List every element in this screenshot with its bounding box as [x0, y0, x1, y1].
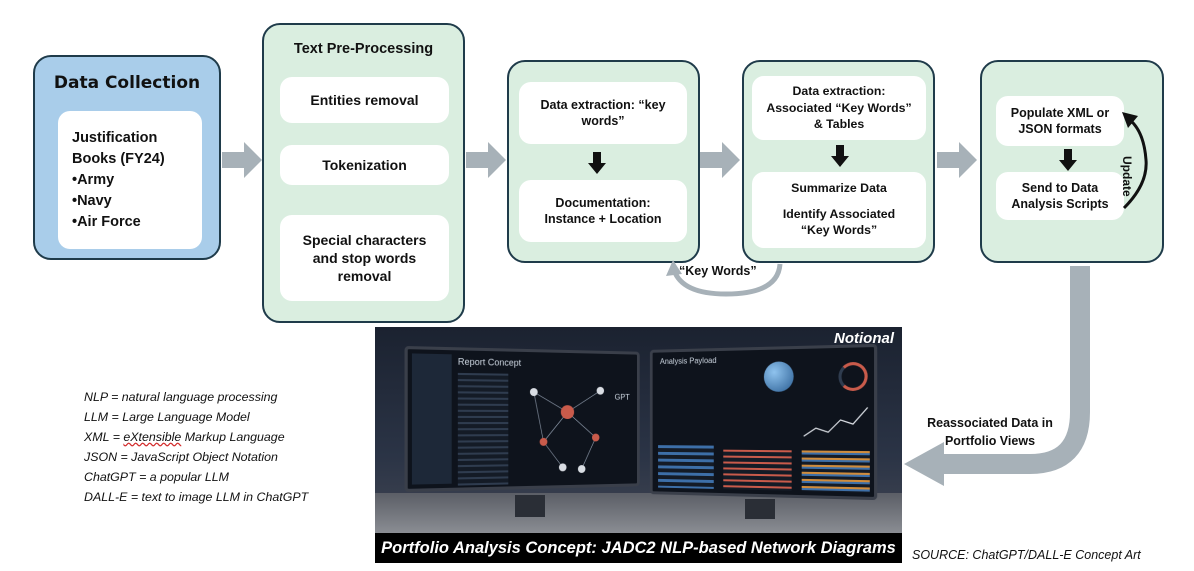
- reassociated-data-label: Reassociated Data in Portfolio Views: [905, 414, 1075, 450]
- data-collection-card: Justification Books (FY24) •Army •Navy •…: [58, 111, 202, 249]
- right-monitor-stand: [745, 499, 775, 519]
- data-collection-title: Data Collection: [35, 73, 219, 93]
- return-path-arrow: [900, 262, 1100, 497]
- flow-arrow-1: [222, 140, 264, 180]
- legend-json: JSON = JavaScript Object Notation: [84, 447, 308, 467]
- left-screen-textpanel: [458, 373, 508, 486]
- right-monitor: Analysis Payload: [650, 344, 877, 500]
- concept-art-image: Report Concept GPT Analysis Payload Noti…: [375, 327, 902, 563]
- summarize-data-text: Summarize Data: [791, 181, 887, 197]
- down-arrow-3: [1059, 149, 1077, 171]
- left-screen-title: Report Concept: [458, 357, 521, 368]
- legend-dalle: DALL-E = text to image LLM in ChatGPT: [84, 487, 308, 507]
- justification-books-item: Justification Books (FY24): [72, 128, 182, 170]
- extraction-stage-2: Data extraction: Associated “Key Words” …: [742, 60, 935, 263]
- identify-keywords-text: Identify Associated “Key Words”: [762, 207, 916, 239]
- line-chart-icon: [802, 401, 870, 443]
- tokenization-step: Tokenization: [280, 145, 449, 185]
- left-screen-sidebar: [412, 353, 452, 484]
- flow-arrow-3: [700, 140, 742, 180]
- output-stage: Populate XML or JSON formats Send to Dat…: [980, 60, 1164, 263]
- feedback-keywords-label: “Key Words”: [679, 264, 757, 278]
- left-monitor-stand: [515, 495, 545, 517]
- stop-words-removal-step: Special characters and stop words remova…: [280, 215, 449, 301]
- navy-item: •Navy: [72, 191, 112, 212]
- populate-formats-card: Populate XML or JSON formats: [996, 96, 1124, 146]
- down-arrow-1: [588, 152, 606, 174]
- associated-keywords-card: Data extraction: Associated “Key Words” …: [752, 76, 926, 140]
- keyword-extraction-card: Data extraction: “key words”: [519, 82, 687, 144]
- army-item: •Army: [72, 170, 114, 191]
- right-screen-stripes: [802, 450, 870, 492]
- legend-nlp: NLP = natural language processing: [84, 387, 308, 407]
- network-diagram-icon: [514, 372, 619, 485]
- floor-glow: [375, 493, 902, 533]
- left-monitor: Report Concept GPT: [405, 346, 640, 492]
- pre-processing-title: Text Pre-Processing: [264, 41, 463, 57]
- extraction-stage-1: Data extraction: “key words” Documentati…: [507, 60, 700, 263]
- acronym-legend: NLP = natural language processing LLM = …: [84, 387, 308, 507]
- pre-processing-stage: Text Pre-Processing Entities removal Tok…: [262, 23, 465, 323]
- send-to-scripts-card: Send to Data Analysis Scripts: [996, 172, 1124, 220]
- documentation-card: Documentation: Instance + Location: [519, 180, 687, 242]
- globe-icon: [764, 361, 794, 392]
- right-screen-title: Analysis Payload: [660, 356, 717, 366]
- right-screen-bars: [658, 445, 714, 489]
- concept-art-caption: Portfolio Analysis Concept: JADC2 NLP-ba…: [375, 533, 902, 563]
- legend-llm: LLM = Large Language Model: [84, 407, 308, 427]
- update-label: Update: [1120, 156, 1134, 197]
- source-note: SOURCE: ChatGPT/DALL-E Concept Art: [912, 548, 1141, 562]
- air-force-item: •Air Force: [72, 212, 141, 233]
- flow-arrow-4: [937, 140, 979, 180]
- legend-xml: XML = eXtensible Markup Language: [84, 427, 308, 447]
- entities-removal-step: Entities removal: [280, 77, 449, 123]
- down-arrow-2: [831, 145, 849, 167]
- summarize-card: Summarize Data Identify Associated “Key …: [752, 172, 926, 248]
- right-screen-table: [723, 450, 791, 491]
- notional-badge: Notional: [834, 330, 894, 347]
- legend-chatgpt: ChatGPT = a popular LLM: [84, 467, 308, 487]
- flow-arrow-2: [466, 140, 508, 180]
- misspelling-underline: eXtensible: [123, 430, 181, 444]
- data-collection-stage: Data Collection Justification Books (FY2…: [33, 55, 221, 260]
- gauge-icon: [838, 362, 867, 391]
